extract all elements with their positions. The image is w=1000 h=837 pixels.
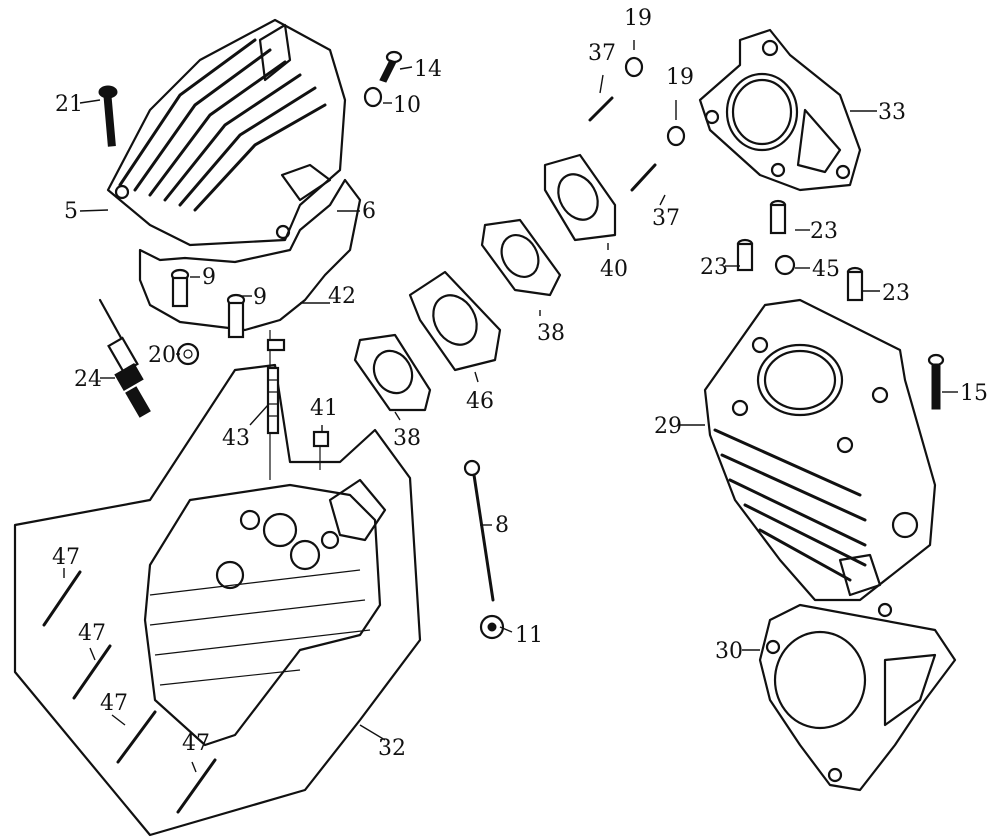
o-ring-45 bbox=[774, 254, 796, 276]
gasket-38-lower bbox=[353, 333, 432, 412]
base-gasket-30 bbox=[758, 602, 957, 792]
callout-47-a: 47 bbox=[52, 545, 80, 570]
cap-41 bbox=[312, 430, 330, 448]
callout-21: 21 bbox=[55, 92, 83, 117]
callout-24: 24 bbox=[74, 367, 102, 392]
callout-19-a: 19 bbox=[624, 6, 652, 31]
washer-11 bbox=[479, 614, 505, 640]
spacer-46 bbox=[408, 270, 502, 372]
callout-11: 11 bbox=[515, 623, 543, 648]
o-ring-19-upper bbox=[624, 56, 644, 78]
callout-30: 30 bbox=[715, 639, 743, 664]
callout-45: 45 bbox=[812, 257, 840, 282]
callout-47-c: 47 bbox=[100, 691, 128, 716]
head-gasket-33 bbox=[698, 28, 862, 192]
callout-47-b: 47 bbox=[78, 621, 106, 646]
dowel-23-c bbox=[846, 266, 864, 302]
dowel-23-a bbox=[769, 199, 787, 235]
pin-42 bbox=[266, 338, 286, 352]
pin-37-upper bbox=[588, 96, 614, 122]
callout-23-c: 23 bbox=[882, 281, 910, 306]
bolt-21 bbox=[98, 85, 118, 147]
pin-37-lower bbox=[630, 163, 657, 192]
bolt-14 bbox=[379, 50, 403, 83]
cylinder-head-32 bbox=[13, 330, 422, 837]
long-bolt-8 bbox=[463, 459, 495, 602]
stud-47-a bbox=[42, 570, 82, 627]
callout-labels: 5 6 8 9 9 10 11 14 15 19 19 20 21 23 23 … bbox=[52, 6, 988, 761]
callout-5: 5 bbox=[64, 199, 78, 224]
dowel-23-b bbox=[736, 238, 754, 272]
nut-20 bbox=[176, 342, 200, 366]
leader-lines bbox=[63, 40, 958, 773]
callout-41: 41 bbox=[310, 396, 338, 421]
bolt-15 bbox=[927, 353, 945, 410]
callout-37-b: 37 bbox=[652, 206, 680, 231]
cylinder-block-29 bbox=[703, 298, 937, 602]
callout-23-b: 23 bbox=[700, 255, 728, 280]
callout-9-a: 9 bbox=[202, 265, 216, 290]
o-ring-19-lower bbox=[666, 125, 686, 147]
stud-43 bbox=[266, 366, 280, 435]
washer-10 bbox=[363, 86, 383, 108]
callout-8: 8 bbox=[495, 513, 509, 538]
cylinder-head-cover bbox=[106, 18, 347, 247]
callout-38-a: 38 bbox=[393, 426, 421, 451]
callout-20: 20 bbox=[148, 343, 176, 368]
callout-43: 43 bbox=[222, 426, 250, 451]
spark-plug-24 bbox=[98, 298, 151, 418]
stud-47-b bbox=[72, 644, 112, 700]
callout-15: 15 bbox=[960, 381, 988, 406]
callout-19-b: 19 bbox=[666, 65, 694, 90]
callout-29: 29 bbox=[654, 414, 682, 439]
callout-10: 10 bbox=[393, 93, 421, 118]
callout-37-a: 37 bbox=[588, 41, 616, 66]
callout-32: 32 bbox=[378, 736, 406, 761]
callout-46: 46 bbox=[466, 389, 494, 414]
callout-40: 40 bbox=[600, 257, 628, 282]
callout-38-b: 38 bbox=[537, 321, 565, 346]
callout-23-a: 23 bbox=[810, 219, 838, 244]
stud-47-c bbox=[116, 710, 157, 764]
callout-6: 6 bbox=[362, 199, 376, 224]
bolt-9-a bbox=[170, 268, 190, 308]
head-cover-gasket bbox=[138, 178, 362, 332]
callout-33: 33 bbox=[878, 100, 906, 125]
gasket-38-upper bbox=[480, 218, 562, 297]
spacer-40 bbox=[543, 153, 617, 242]
bolt-9-b bbox=[226, 293, 246, 339]
callout-47-d: 47 bbox=[182, 731, 210, 756]
stud-47-d bbox=[176, 758, 217, 814]
callout-42: 42 bbox=[328, 284, 356, 309]
callout-9-b: 9 bbox=[253, 285, 267, 310]
callout-14: 14 bbox=[414, 57, 442, 82]
